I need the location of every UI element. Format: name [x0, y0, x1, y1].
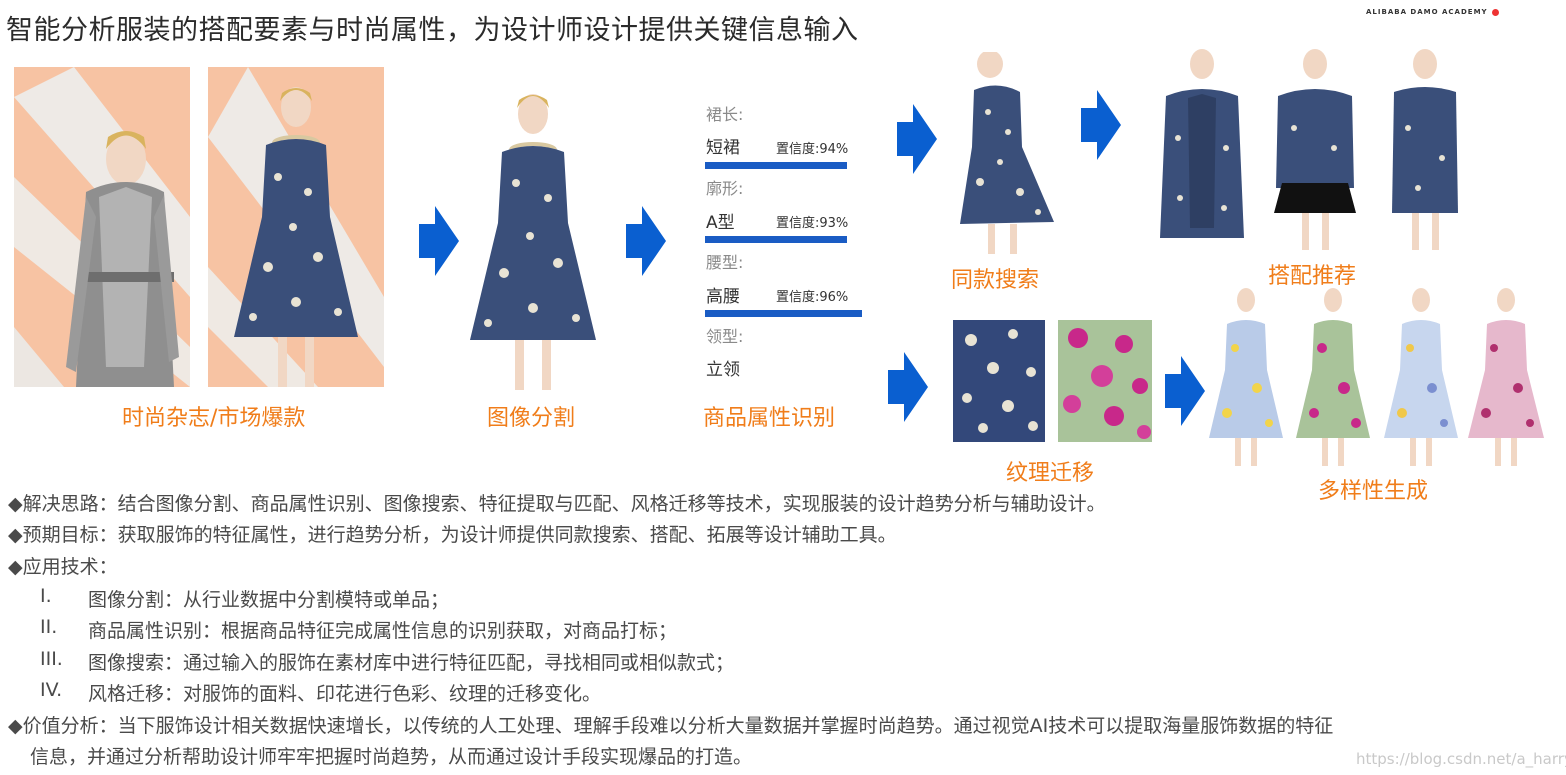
arrow-right-icon [626, 206, 666, 276]
step-label-source: 时尚杂志/市场爆款 [122, 406, 306, 431]
arrow-right-icon [1165, 356, 1205, 426]
tech-item-text: 图像搜索：通过输入的服饰在素材库中进行特征匹配，寻找相同或相似款式； [88, 652, 735, 674]
magazine-photo-coat [14, 67, 190, 387]
confidence-bar-silhouette [705, 236, 847, 243]
text-solution: ◆解决思路：结合图像分割、商品属性识别、图像搜索、特征提取与匹配、风格迁移等技术… [8, 493, 1106, 515]
attr-value-length: 短裙 [706, 138, 740, 158]
text-value-analysis: ◆价值分析：当下服饰设计相关数据快速增长，以传统的人工处理、理解手段难以分析大量… [8, 715, 1334, 737]
generated-dress-blue-yellow [1209, 288, 1283, 466]
text-tech-heading: ◆应用技术： [8, 556, 118, 578]
watermark: https://blog.csdn.net/a_harry [1356, 750, 1566, 768]
step-label-generation: 多样性生成 [1318, 479, 1429, 504]
attr-value-waist: 高腰 [706, 287, 740, 307]
logo: ALIBABA DAMO ACADEMY [1366, 8, 1499, 16]
attr-confidence-silhouette: 置信度:93% [776, 216, 849, 231]
same-style-result-image [960, 52, 1054, 254]
tech-item-text: 图像分割：从行业数据中分割模特或单品； [88, 589, 450, 611]
matching-outfit-image [1274, 49, 1356, 250]
generated-dress-light-blue [1384, 288, 1458, 466]
arrow-right-icon [419, 206, 459, 276]
attr-label-length: 裙长: [706, 105, 744, 124]
magazine-photo-dress [208, 67, 384, 387]
text-goal: ◆预期目标：获取服饰的特征属性，进行趋势分析，为设计师提供同款搜索、搭配、拓展等… [8, 524, 897, 546]
step-label-texture: 纹理迁移 [1006, 461, 1095, 486]
step-label-segmentation: 图像分割 [487, 406, 576, 431]
arrow-right-icon [1081, 90, 1121, 160]
matching-outfit-image [1392, 49, 1458, 250]
texture-swatch-pink [1058, 320, 1152, 442]
tech-item-number: II. [40, 616, 58, 638]
confidence-bar-length [705, 162, 847, 169]
text-value-analysis-cont: 信息，并通过分析帮助设计师牢牢把握时尚趋势，从而通过设计手段实现爆品的打造。 [30, 746, 753, 768]
tech-item-number: III. [40, 648, 63, 670]
step-label-attributes: 商品属性识别 [703, 406, 836, 431]
tech-item-text: 商品属性识别：根据商品特征完成属性信息的识别获取，对商品打标； [88, 620, 678, 642]
attr-value-collar: 立领 [706, 360, 740, 380]
arrow-right-icon [897, 104, 937, 174]
step-label-matching: 搭配推荐 [1268, 264, 1357, 289]
confidence-bar-waist [705, 310, 862, 317]
page-title: 智能分析服装的搭配要素与时尚属性，为设计师设计提供关键信息输入 [6, 15, 859, 46]
attr-label-waist: 腰型: [706, 253, 744, 272]
matching-outfit-image [1160, 49, 1244, 238]
attr-confidence-length: 置信度:94% [776, 142, 849, 157]
step-label-same-style: 同款搜索 [951, 268, 1040, 293]
tech-item-number: IV. [40, 679, 63, 701]
logo-mark-icon [1491, 8, 1499, 16]
generated-dress-pink-floral [1468, 288, 1544, 466]
logo-text: ALIBABA DAMO ACADEMY [1366, 8, 1488, 16]
attr-confidence-waist: 置信度:96% [776, 290, 849, 305]
attr-value-silhouette: A型 [706, 213, 735, 233]
tech-item-text: 风格迁移：对服饰的面料、印花进行色彩、纹理的迁移变化。 [88, 683, 602, 705]
generated-dress-green-pink [1296, 288, 1370, 466]
attr-label-collar: 领型: [706, 327, 744, 346]
texture-swatch-navy [953, 320, 1045, 442]
tech-item-number: I. [40, 585, 52, 607]
attr-label-silhouette: 廓形: [706, 179, 744, 198]
segmented-dress-image [470, 94, 596, 390]
arrow-right-icon [888, 352, 928, 422]
